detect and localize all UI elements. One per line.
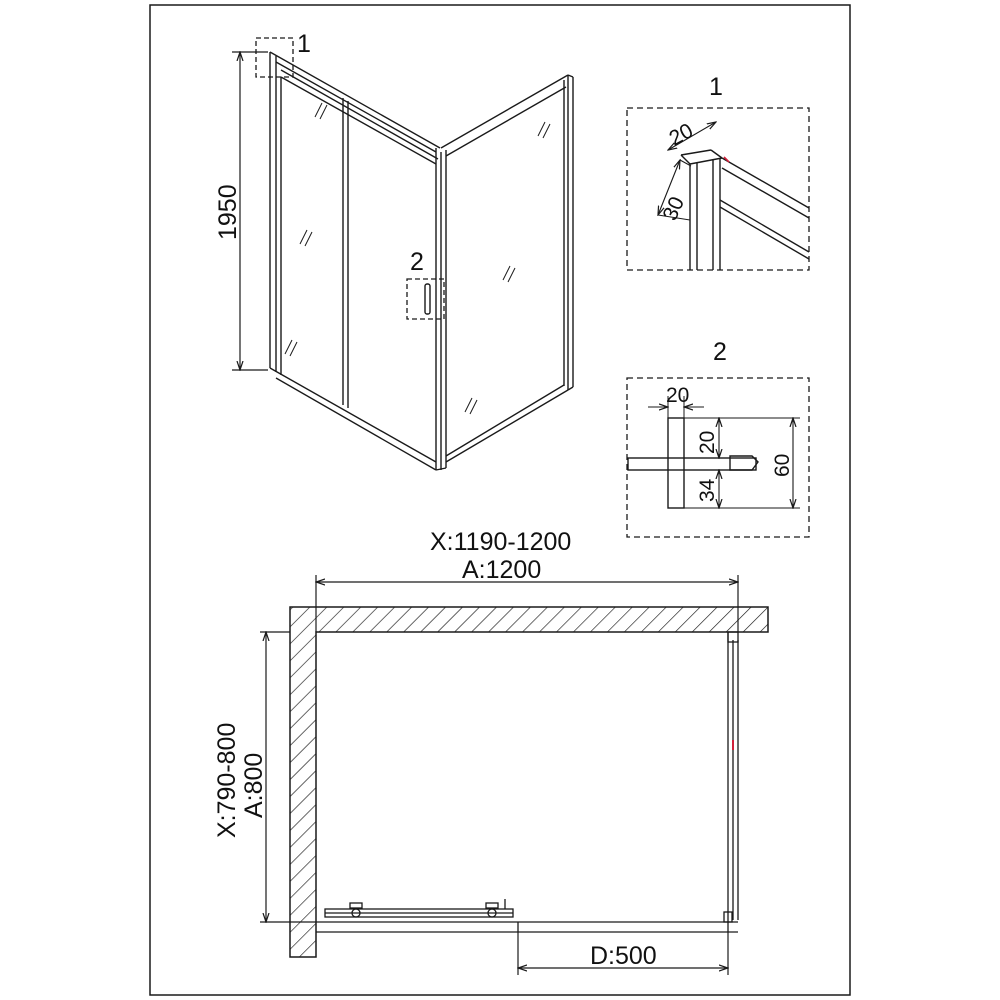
detail-1-width-label: 20 [666,119,697,150]
plan-view: X:1190-1200 A:1200 X:790-800 A:800 D:500 [213,528,769,975]
detail-2: 2 20 20 34 60 [626,338,810,538]
callout-1-box [255,37,294,78]
enclosure-elevation [269,51,574,471]
callout-2-box [406,278,445,320]
detail-2-upper-label: 20 [696,431,719,454]
glass-reflection-marks [284,102,551,415]
plan-a-width-label: A:1200 [462,556,541,584]
callout-2-label: 2 [410,248,424,276]
detail-1-title: 1 [709,73,723,101]
plan-door-label: D:500 [590,942,657,970]
callout-1-label: 1 [297,30,311,58]
plan-x-width-label: X:1190-1200 [430,528,571,556]
front-panel-frame [269,51,441,471]
detail-1-frame [626,107,810,271]
corner-post [435,148,447,471]
door-handle [424,283,431,315]
detail-2-total-label: 60 [771,454,794,477]
detail-2-lower-label: 34 [696,478,719,502]
detail-1: 1 20 30 [626,73,810,271]
plan-a-depth-label: A:800 [240,753,268,818]
detail-2-top-width-label: 20 [666,384,689,407]
side-panel-frame [440,74,574,463]
plan-x-depth-label: X:790-800 [213,723,241,838]
height-dimension [232,52,268,370]
sheet-border [149,4,851,996]
detail-2-title: 2 [713,338,727,366]
height-dimension-label: 1950 [214,184,242,240]
detail-2-frame [626,377,810,538]
